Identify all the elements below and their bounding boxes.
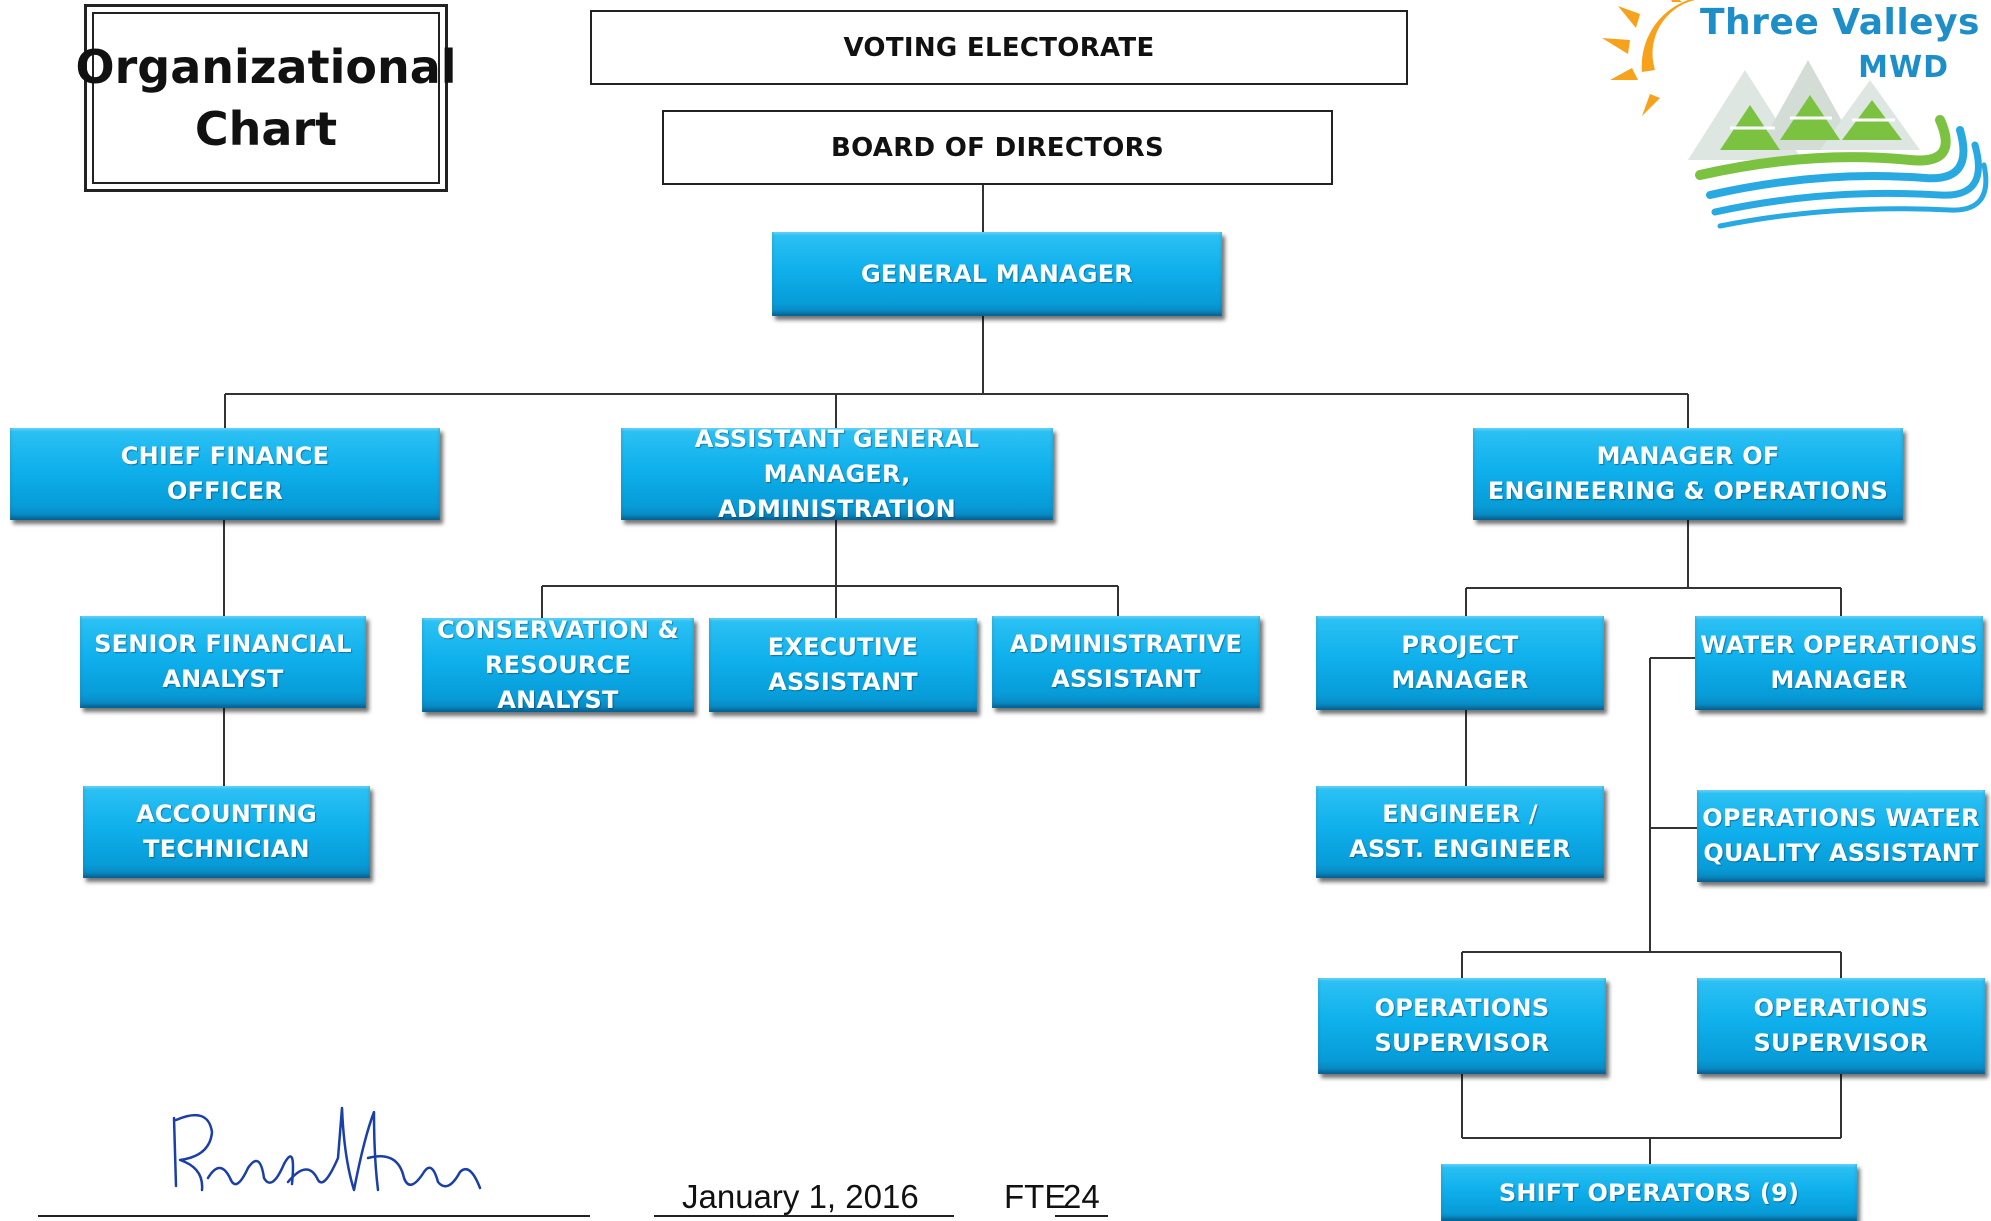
- node-operations-water-quality-assistant: OPERATIONS WATER QUALITY ASSISTANT: [1697, 790, 1985, 882]
- footer-fte-value: 24: [1063, 1178, 1100, 1215]
- signature: [172, 1106, 482, 1192]
- board-of-directors-box: BOARD OF DIRECTORS: [662, 110, 1333, 185]
- logo-name: Three Valleys: [1700, 2, 1980, 43]
- three-valleys-logo: Three Valleys MWD: [1580, 0, 1991, 240]
- node-accounting-technician: ACCOUNTING TECHNICIAN: [83, 786, 370, 878]
- node-engineer: ENGINEER / ASST. ENGINEER: [1316, 786, 1604, 878]
- logo-graphic: [1602, 0, 1989, 229]
- footer-fte-label: FTE: [1004, 1178, 1067, 1215]
- node-administrative-assistant: ADMINISTRATIVE ASSISTANT: [992, 616, 1260, 708]
- chart-title-box: Organizational Chart: [76, 4, 457, 192]
- node-assistant-general-manager: ASSISTANT GENERAL MANAGER, ADMINISTRATIO…: [621, 425, 1053, 523]
- node-operations-supervisor-2: OPERATIONS SUPERVISOR: [1697, 978, 1985, 1074]
- chart-title: Organizational Chart: [76, 12, 457, 184]
- chart-title-line1: Organizational: [75, 40, 457, 94]
- node-project-manager: PROJECT MANAGER: [1316, 616, 1604, 710]
- node-manager-engineering-operations: MANAGER OF ENGINEERING & OPERATIONS: [1473, 428, 1903, 520]
- node-senior-financial-analyst: SENIOR FINANCIAL ANALYST: [80, 616, 366, 708]
- node-executive-assistant: EXECUTIVE ASSISTANT: [709, 618, 977, 712]
- node-shift-operators: SHIFT OPERATORS (9): [1441, 1164, 1857, 1221]
- node-general-manager: GENERAL MANAGER: [772, 232, 1222, 316]
- node-conservation-resource-analyst: CONSERVATION & RESOURCE ANALYST: [422, 616, 694, 714]
- logo-sub: MWD: [1858, 50, 1949, 85]
- chart-title-line2: Chart: [194, 102, 338, 156]
- node-chief-finance-officer: CHIEF FINANCE OFFICER: [10, 428, 440, 520]
- voting-electorate-box: VOTING ELECTORATE: [590, 10, 1408, 85]
- footer-date: January 1, 2016: [682, 1178, 919, 1215]
- node-operations-supervisor-1: OPERATIONS SUPERVISOR: [1318, 978, 1606, 1074]
- node-water-operations-manager: WATER OPERATIONS MANAGER: [1695, 616, 1983, 710]
